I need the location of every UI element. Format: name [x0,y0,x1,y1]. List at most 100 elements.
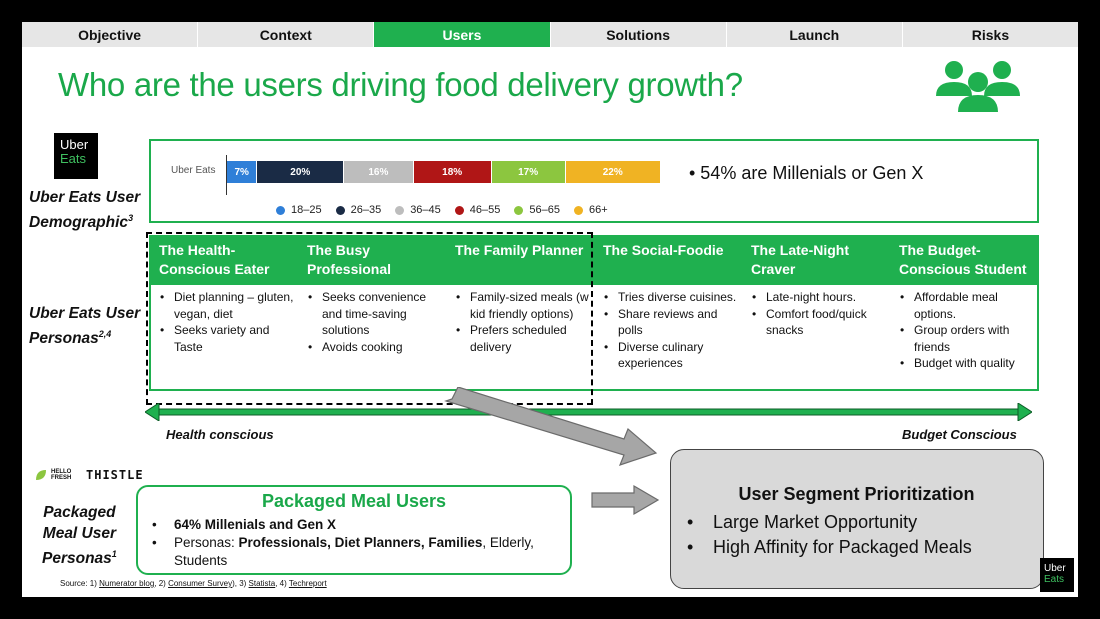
source-link-techreport[interactable]: Techreport [288,579,327,588]
tab-users[interactable]: Users [374,22,551,47]
legend-dot [454,205,464,215]
legend-item: 36–45 [395,204,441,216]
legend-label: 56–65 [529,204,560,216]
segment-bullet: Large Market Opportunity [683,510,1033,535]
persona-bullet: Comfort food/quick snacks [751,306,891,339]
packaged-label-sup: 1 [111,549,117,559]
source-link-consumer-survey[interactable]: Consumer Survey [168,579,233,588]
persona-bullet: Group orders with friends [899,322,1039,355]
persona-budget-student: The Budget-Conscious Student Affordable … [891,237,1039,389]
bar-segment-1: 20% [257,161,345,183]
persona-title: The Family Planner [455,242,584,258]
thistle-logo: THISTLE [86,468,144,482]
hellofresh-text: HELLO FRESH [51,469,71,481]
slide: Objective Context Users Solutions Launch… [22,22,1078,597]
packaged-title: Packaged Meal Users [261,491,447,511]
users-group-icon [936,61,1020,112]
persona-bullets: Family-sized meals (w kid friendly optio… [455,289,595,355]
tab-launch[interactable]: Launch [726,22,903,47]
legend-item: 26–35 [335,204,382,216]
persona-bullets: Affordable meal options. Group orders wi… [899,289,1039,372]
persona-bullets: Diet planning – gluten, vegan, diet Seek… [159,289,299,355]
source-sep: , 4) [275,579,289,588]
persona-bullets: Seeks convenience and time-saving soluti… [307,289,447,355]
corner-logo-eats: Eats [1044,574,1065,585]
personas-label-line2: Personas [29,330,99,348]
leaf-icon [36,470,46,480]
logo-line-uber: Uber [60,137,89,152]
source-sep: ), 3) [232,579,249,588]
segment-title: User Segment Prioritization [738,484,975,504]
persona-bullets: Late-night hours. Comfort food/quick sna… [751,289,891,339]
legend-label: 26–35 [350,204,382,216]
persona-title: The Social-Foodie [603,242,724,258]
page-title: Who are the users driving food delivery … [58,66,743,103]
uber-eats-logo: Uber Eats [54,133,98,179]
legend-item: 46–55 [454,204,501,216]
persona-bullet: Diet planning – gluten, vegan, diet [159,289,299,322]
bar-segment-4: 17% [491,161,566,183]
demographic-label-sup: 3 [128,213,134,223]
bar-segment-5: 22% [565,161,661,183]
personas-label: Uber Eats User Personas2,4 [29,303,140,349]
packaged-bullet-1-text: 64% Millenials and Gen X [174,517,337,532]
packaged-meal-box: Packaged Meal Users 64% Millenials and G… [136,485,572,575]
persona-bullet: Seeks variety and Taste [159,322,299,355]
hellofresh-hello: HELLO [51,469,72,475]
source-sep: , 2) [154,579,169,588]
segment-bullet: High Affinity for Packaged Meals [683,535,1033,560]
corner-logo-uber: Uber [1044,563,1066,574]
tab-context[interactable]: Context [198,22,375,47]
bar-axis [226,155,227,195]
packaged-label: Packaged Meal User Personas1 [42,502,117,569]
persona-family-planner: The Family Planner Family-sized meals (w… [447,237,595,389]
spectrum-double-arrow [145,403,1032,421]
bar-data-label: 18% [442,166,463,178]
legend-label: 46–55 [469,204,501,216]
bar-segment-0: 7% [227,161,258,183]
spectrum-left-label: Health conscious [166,427,274,442]
persona-bullet: Avoids cooking [307,339,447,356]
diagonal-arrow [444,387,658,466]
segment-bullets: Large Market Opportunity High Affinity f… [683,510,1033,560]
persona-bullets: Tries diverse cuisines. Share reviews an… [603,289,743,372]
legend-dot [276,205,285,215]
bar-segment-2: 16% [344,161,414,183]
packaged-bullet-2: Personas: Professionals, Diet Planners, … [150,534,560,570]
legend-label: 66+ [588,204,608,216]
persona-bullet: Share reviews and polls [603,306,743,339]
demographic-label-line2: Demographic [29,214,129,232]
source-link-statista[interactable]: Statista [248,579,276,588]
source-link-numerator[interactable]: Numerator blog [99,579,155,588]
persona-bullet: Budget with quality [899,355,1039,372]
bar-data-label: 22% [602,166,623,178]
tab-solutions[interactable]: Solutions [550,22,727,47]
personas-header [151,237,1037,285]
persona-busy-professional: The Busy Professional Seeks convenience … [299,237,447,389]
persona-bullet: Family-sized meals (w kid friendly optio… [455,289,595,322]
personas-label-sup: 2,4 [98,329,112,339]
persona-bullet: Seeks convenience and time-saving soluti… [307,289,447,339]
persona-bullet: Diverse culinary experiences [603,339,743,372]
bar-data-label: 17% [518,166,539,178]
persona-title: The Busy Professional [307,242,392,277]
packaged-bullet-2-bold: Professionals, Diet Planners, Families [238,535,483,550]
legend-label: 36–45 [410,204,441,216]
tab-risks[interactable]: Risks [902,22,1078,47]
legend-dot [573,205,583,215]
persona-bullet: Late-night hours. [751,289,891,306]
hellofresh-logo: HELLO FRESH [34,468,71,482]
persona-social-foodie: The Social-Foodie Tries diverse cuisines… [595,237,743,389]
bar-segment-3: 18% [413,161,492,183]
tab-objective[interactable]: Objective [22,22,199,47]
demographic-label-line1: Uber Eats User [29,189,141,206]
source-prefix: Source: 1) [60,579,100,588]
right-arrow [591,484,660,516]
hellofresh-fresh: FRESH [51,475,72,481]
persona-title: The Health-Conscious Eater [159,242,270,277]
bar-data-label: 16% [368,166,389,178]
legend-dot [335,205,345,215]
tab-bar: Objective Context Users Solutions Launch… [22,22,1078,47]
